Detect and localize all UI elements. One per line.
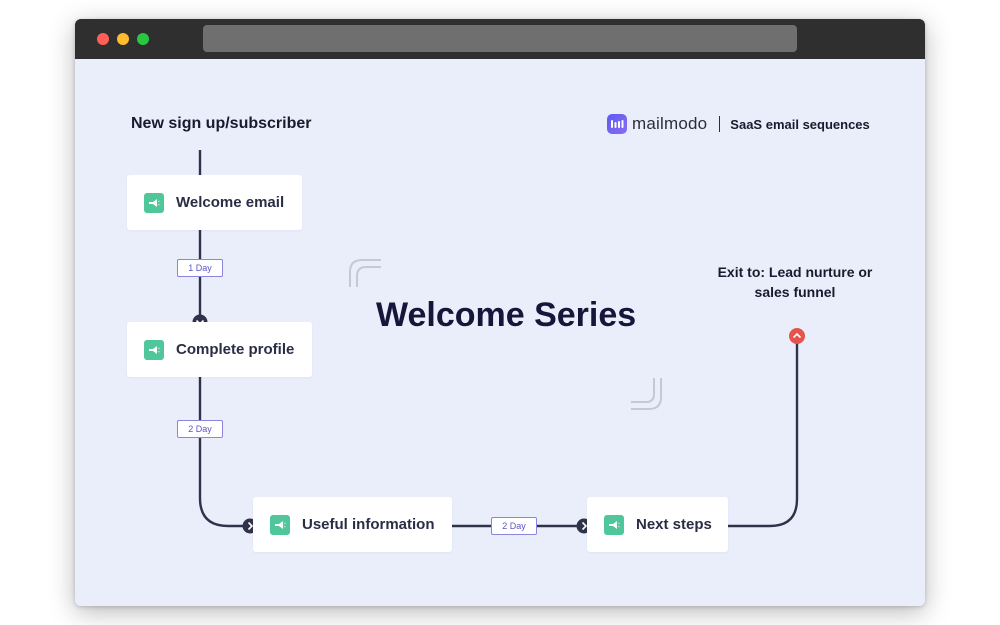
step-complete-profile[interactable]: Complete profile [127, 322, 312, 377]
brand: mailmodo SaaS email sequences [607, 113, 870, 135]
step-useful-information[interactable]: Useful information [253, 497, 452, 552]
step-label: Next steps [636, 516, 712, 533]
megaphone-icon [144, 339, 164, 360]
delay-tag[interactable]: 2 Day [177, 420, 223, 438]
step-label: Welcome email [176, 194, 285, 211]
delay-tag[interactable]: 1 Day [177, 259, 223, 277]
delay-tag[interactable]: 2 Day [491, 517, 537, 535]
trigger-label: New sign up/subscriber [131, 115, 312, 132]
step-label: Useful information [302, 516, 435, 533]
brand-separator [719, 116, 721, 132]
title-bar [75, 19, 925, 59]
address-bar[interactable] [203, 25, 797, 52]
mailmodo-logo-icon [607, 114, 627, 134]
minimize-window-button[interactable] [117, 33, 129, 45]
step-next-steps[interactable]: Next steps [587, 497, 728, 552]
megaphone-icon [604, 514, 624, 535]
close-window-button[interactable] [97, 33, 109, 45]
brand-name: mailmodo [632, 114, 708, 133]
megaphone-icon [144, 192, 164, 213]
brand-tagline: SaaS email sequences [730, 116, 870, 132]
exit-label-line: Exit to: Lead nurture or [717, 264, 873, 280]
exit-label-line: sales funnel [754, 284, 836, 300]
megaphone-icon [270, 514, 290, 535]
step-welcome-email[interactable]: Welcome email [127, 175, 302, 230]
step-label: Complete profile [176, 341, 295, 358]
exit-label: Exit to: Lead nurture or sales funnel [700, 262, 890, 302]
maximize-window-button[interactable] [137, 33, 149, 45]
diagram-title: Welcome Series [376, 296, 637, 334]
